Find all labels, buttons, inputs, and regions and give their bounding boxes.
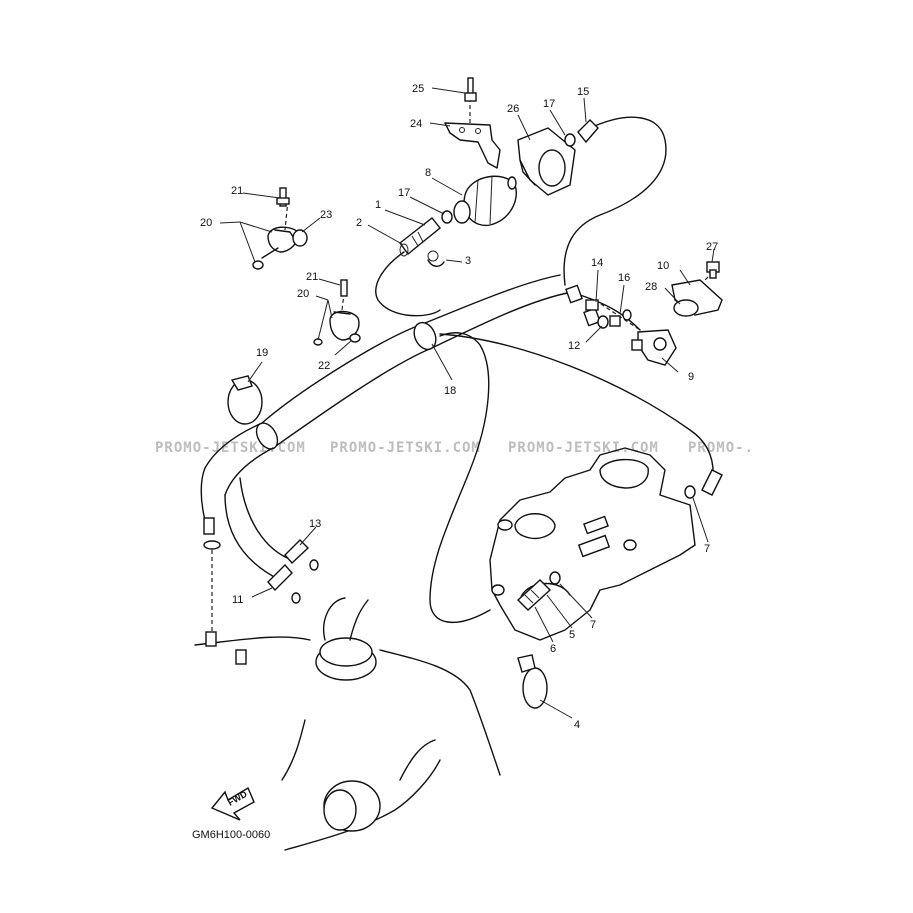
bracket-assembly-upper (252, 187, 308, 270)
callout-12: 12 (568, 340, 580, 352)
callout-23: 23 (320, 209, 332, 221)
fwd-arrow-icon: FWD (210, 786, 255, 821)
watermark-text: PROMO-JETSKI.COM (508, 440, 659, 456)
hoses-11-13 (203, 539, 319, 604)
callout-14: 14 (591, 257, 603, 269)
clip-3 (427, 250, 445, 267)
callout-16: 16 (618, 272, 630, 284)
hose-15 (577, 119, 599, 144)
watermark-text: PROMO-JETSKI.COM (155, 440, 306, 456)
band-4 (517, 654, 548, 709)
callout-27: 27 (706, 241, 718, 253)
callout-22: 22 (318, 360, 330, 372)
callout-11: 11 (232, 594, 243, 606)
callout-20a: 20 (200, 217, 212, 229)
watermark-text: PROMO-. (688, 440, 754, 456)
clamps-17 (441, 133, 576, 224)
callout-3: 3 (465, 255, 471, 267)
callout-17b: 17 (398, 187, 410, 199)
callout-21b: 21 (306, 271, 318, 283)
callout-18: 18 (444, 385, 456, 397)
drawing-code: GM6H100-0060 (192, 829, 270, 841)
callout-2: 2 (356, 217, 362, 229)
holder-26 (517, 127, 576, 196)
callout-28: 28 (645, 281, 657, 293)
callout-10: 10 (657, 260, 669, 272)
valve-group (565, 284, 677, 366)
callout-4: 4 (574, 719, 580, 731)
callout-8: 8 (425, 167, 431, 179)
fuel-lines (375, 116, 714, 481)
engine-block (489, 447, 696, 641)
watermark-text: PROMO-JETSKI.COM (330, 440, 481, 456)
callout-1: 1 (375, 199, 381, 211)
callout-5: 5 (569, 629, 575, 641)
callout-15: 15 (577, 86, 589, 98)
bolt-25 (464, 77, 477, 102)
large-hose (200, 274, 573, 624)
callout-21a: 21 (231, 185, 243, 197)
callout-24: 24 (410, 118, 422, 130)
callout-20b: 20 (297, 288, 309, 300)
band-19 (227, 375, 263, 425)
callout-17a: 17 (543, 98, 555, 110)
callout-19: 19 (256, 347, 268, 359)
callout-7b: 7 (590, 619, 596, 631)
callout-26: 26 (507, 103, 519, 115)
hose-1-2 (399, 217, 441, 257)
callout-7a: 7 (704, 543, 710, 555)
callout-9: 9 (688, 371, 694, 383)
callout-6: 6 (550, 643, 556, 655)
callout-numbers: 25 24 26 17 15 8 17 1 2 3 21 20 23 21 20… (200, 83, 718, 731)
engine-hoses (516, 469, 723, 611)
callout-13: 13 (309, 518, 321, 530)
watermarks: PROMO-JETSKI.COM PROMO-JETSKI.COM PROMO-… (155, 440, 754, 456)
leader-lines (219, 87, 715, 719)
bracket-24 (444, 122, 501, 169)
bracket-assembly-lower (313, 279, 361, 346)
callout-25: 25 (412, 83, 424, 95)
fuel-tank (194, 597, 501, 851)
fuel-filter-8 (453, 175, 517, 227)
cap-group (671, 261, 723, 317)
